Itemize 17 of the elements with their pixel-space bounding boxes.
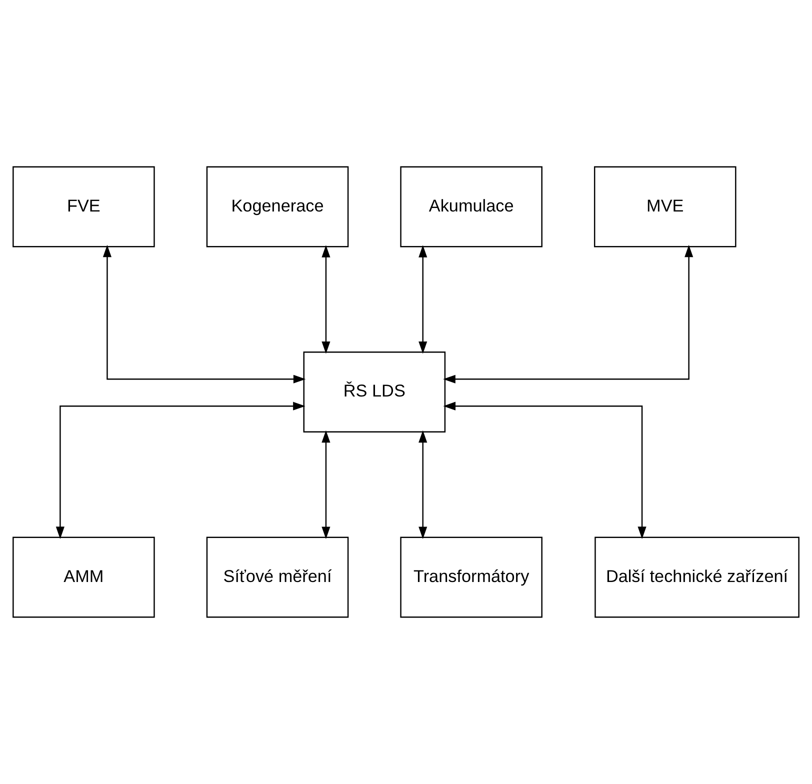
node-box: Kogenerace (206, 166, 349, 248)
node-box: MVE (594, 166, 736, 248)
arrow (56, 402, 306, 539)
arrow (322, 430, 330, 539)
node-box: Síťové měření (206, 536, 349, 618)
node-box: ŘS LDS (303, 352, 446, 432)
arrow (322, 245, 330, 354)
arrow (418, 245, 428, 354)
arrow (102, 244, 306, 384)
arrow (443, 244, 694, 384)
node-box: AMM (12, 536, 155, 618)
arrow (443, 402, 646, 539)
node-box: Další technické zařízení (594, 536, 800, 618)
node-box: Akumulace (400, 166, 542, 248)
node-box: Transformátory (400, 536, 542, 618)
arrow (418, 430, 428, 539)
node-box: FVE (12, 166, 155, 248)
